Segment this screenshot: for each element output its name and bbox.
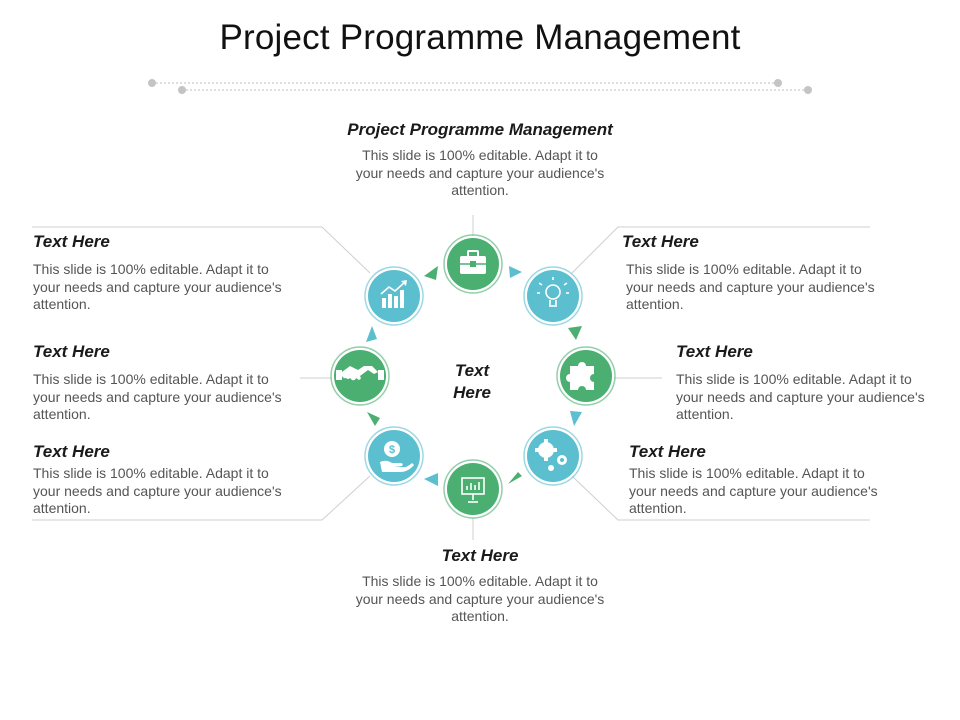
arrow-5	[424, 473, 438, 486]
arrow-8	[424, 266, 438, 280]
node-gears	[523, 426, 583, 486]
page-title: Project Programme Management	[219, 18, 741, 57]
text-block-right-1-body: This slide is 100% editable. Adapt it to…	[626, 261, 875, 312]
text-block-right-3-body: This slide is 100% editable. Adapt it to…	[629, 465, 878, 516]
text-block-left-1-body: This slide is 100% editable. Adapt it to…	[33, 261, 282, 312]
svg-text:$: $	[389, 444, 395, 456]
arrow-3	[570, 411, 582, 426]
text-block-right-3-heading: Text Here	[629, 442, 706, 461]
text-block-right-2-body: This slide is 100% editable. Adapt it to…	[676, 371, 925, 422]
text-block-bottom-body: This slide is 100% editable. Adapt it to…	[355, 573, 605, 624]
text-block-left-1: Text Here This slide is 100% editable. A…	[33, 232, 288, 314]
text-block-right-2-heading: Text Here	[676, 342, 753, 361]
text-block-left-1-heading: Text Here	[33, 232, 110, 251]
node-puzzle	[556, 346, 616, 406]
text-block-left-2-heading: Text Here	[33, 342, 110, 361]
center-label: Text Here	[422, 360, 522, 404]
gears-icon	[535, 439, 567, 471]
text-block-bottom: Text Here This slide is 100% editable. A…	[330, 546, 630, 626]
arrow-4	[508, 472, 522, 484]
text-block-bottom-heading: Text Here	[441, 546, 519, 565]
cycle-arrows	[366, 266, 582, 486]
center-label-line-2: Here	[453, 383, 491, 402]
money-hand-icon: $	[380, 441, 414, 472]
node-money-hand: $	[364, 426, 424, 486]
text-block-top-heading: Project Programme Management	[347, 120, 613, 139]
text-block-left-2-body: This slide is 100% editable. Adapt it to…	[33, 371, 282, 422]
text-block-right-2: Text Here This slide is 100% editable. A…	[676, 342, 934, 424]
text-block-top: Project Programme Management This slide …	[330, 120, 630, 200]
lightbulb-icon	[537, 277, 569, 307]
text-block-left-2: Text Here This slide is 100% editable. A…	[33, 342, 288, 424]
text-block-left-3-heading: Text Here	[33, 442, 110, 461]
connector-lines	[32, 215, 870, 540]
node-handshake	[330, 346, 390, 406]
text-block-right-1: Text Here This slide is 100% editable. A…	[622, 232, 877, 314]
briefcase-icon	[460, 250, 486, 274]
text-block-left-3: Text Here This slide is 100% editable. A…	[33, 442, 288, 518]
arrow-6	[367, 412, 380, 426]
bar-chart-growth-icon	[380, 280, 407, 308]
node-briefcase	[443, 234, 503, 294]
arrow-1	[509, 266, 522, 278]
node-lightbulb	[523, 266, 583, 326]
center-label-line-1: Text	[454, 361, 490, 380]
puzzle-icon	[566, 362, 594, 390]
handshake-icon	[336, 366, 384, 381]
presentation-chart-icon	[461, 477, 485, 503]
arrow-7	[366, 326, 377, 342]
title-underline-decoration	[148, 79, 812, 94]
node-growth-chart	[364, 266, 424, 326]
text-block-left-3-body: This slide is 100% editable. Adapt it to…	[33, 465, 282, 516]
text-block-right-3: Text Here This slide is 100% editable. A…	[629, 442, 884, 518]
arrow-2	[568, 326, 582, 340]
node-presentation	[443, 459, 503, 519]
text-block-top-body: This slide is 100% editable. Adapt it to…	[355, 147, 605, 198]
text-block-right-1-heading: Text Here	[622, 232, 699, 251]
